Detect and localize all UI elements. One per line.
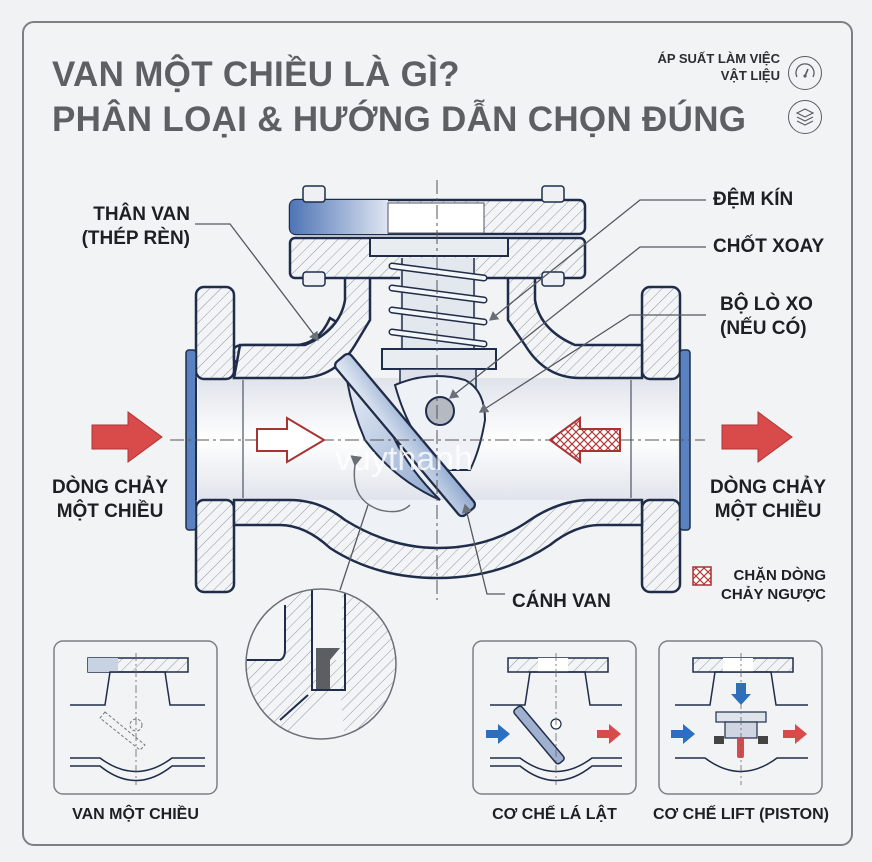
gauge-icon — [788, 56, 822, 90]
label-line: DÒNG CHẢY — [51, 477, 169, 498]
inflow-arrow-icon — [671, 724, 695, 744]
label-hinge-pin: CHỐT XOAY — [713, 236, 825, 257]
layers-icon — [788, 100, 822, 134]
label-flow-right: DÒNG CHẢY MỘT CHIỀU — [698, 476, 838, 524]
swing-direction-arrow — [350, 455, 411, 513]
label-line: DÒNG CHẢY — [709, 477, 827, 498]
leader-lines — [195, 199, 706, 595]
meta-info: ÁP SUẤT LÀM VIỆC VẬT LIỆU — [657, 50, 780, 84]
label-backflow-block: CHẶN DÒNG CHẢY NGƯỢC — [714, 566, 826, 604]
label-line: MỘT CHIỀU — [714, 501, 822, 522]
title-line-2: PHÂN LOẠI & HƯỚNG DẪN CHỌN ĐÚNG — [52, 100, 747, 139]
seat-detail-magnifier — [245, 588, 397, 740]
flow-out-arrow — [721, 411, 793, 463]
label-flow-left: DÒNG CHẢY MỘT CHIỀU — [40, 476, 180, 524]
caption-lift-piston: CƠ CHẾ LIFT (PISTON) — [652, 806, 829, 823]
label-line: CHẶN DÒNG — [733, 567, 827, 584]
valve-body-lower — [232, 498, 644, 580]
label-spring: BỘ LÒ XO (NẾU CÓ) — [720, 293, 813, 341]
label-valve-body: THÂN VAN (THÉP RÈN) — [80, 203, 190, 251]
label-line: BỘ LÒ XO — [720, 294, 813, 315]
outflow-arrow-icon — [597, 724, 621, 744]
title-line-1: VAN MỘT CHIỀU LÀ GÌ? — [52, 55, 460, 94]
thumbnail-lift-piston — [658, 640, 823, 795]
thumbnail-swing-mechanism — [472, 640, 637, 795]
lift-arrow-icon — [731, 683, 751, 705]
material-label: VẬT LIỆU — [720, 68, 780, 83]
label-line: MỘT CHIỀU — [56, 501, 164, 522]
left-flange — [185, 285, 244, 594]
label-line: CHẢY NGƯỢC — [721, 586, 826, 603]
label-line: THÂN VAN — [93, 204, 190, 225]
label-line: (NẾU CÓ) — [720, 318, 807, 339]
caption-swing-valve: VAN MỘT CHIỀU — [72, 806, 199, 823]
swing-disc — [333, 352, 487, 518]
label-gasket: ĐỆM KÍN — [713, 189, 794, 210]
inflow-arrow-icon — [486, 724, 510, 744]
watermark: vuythanh — [335, 440, 473, 478]
outflow-arrow-icon — [783, 724, 807, 744]
working-pressure-label: ÁP SUẤT LÀM VIỆC — [657, 51, 780, 66]
backflow-blocked-arrow — [548, 416, 621, 464]
caption-swing-mechanism: CƠ CHẾ LÁ LẬT — [492, 806, 617, 823]
thumbnail-swing — [53, 640, 218, 795]
label-disc: CÁNH VAN — [512, 591, 611, 612]
flow-in-arrow — [91, 411, 163, 463]
backflow-legend-swatch — [692, 566, 712, 586]
flow-direction-arrow — [256, 416, 326, 464]
label-line: (THÉP RÈN) — [81, 228, 190, 249]
hinge-pin — [425, 396, 455, 426]
